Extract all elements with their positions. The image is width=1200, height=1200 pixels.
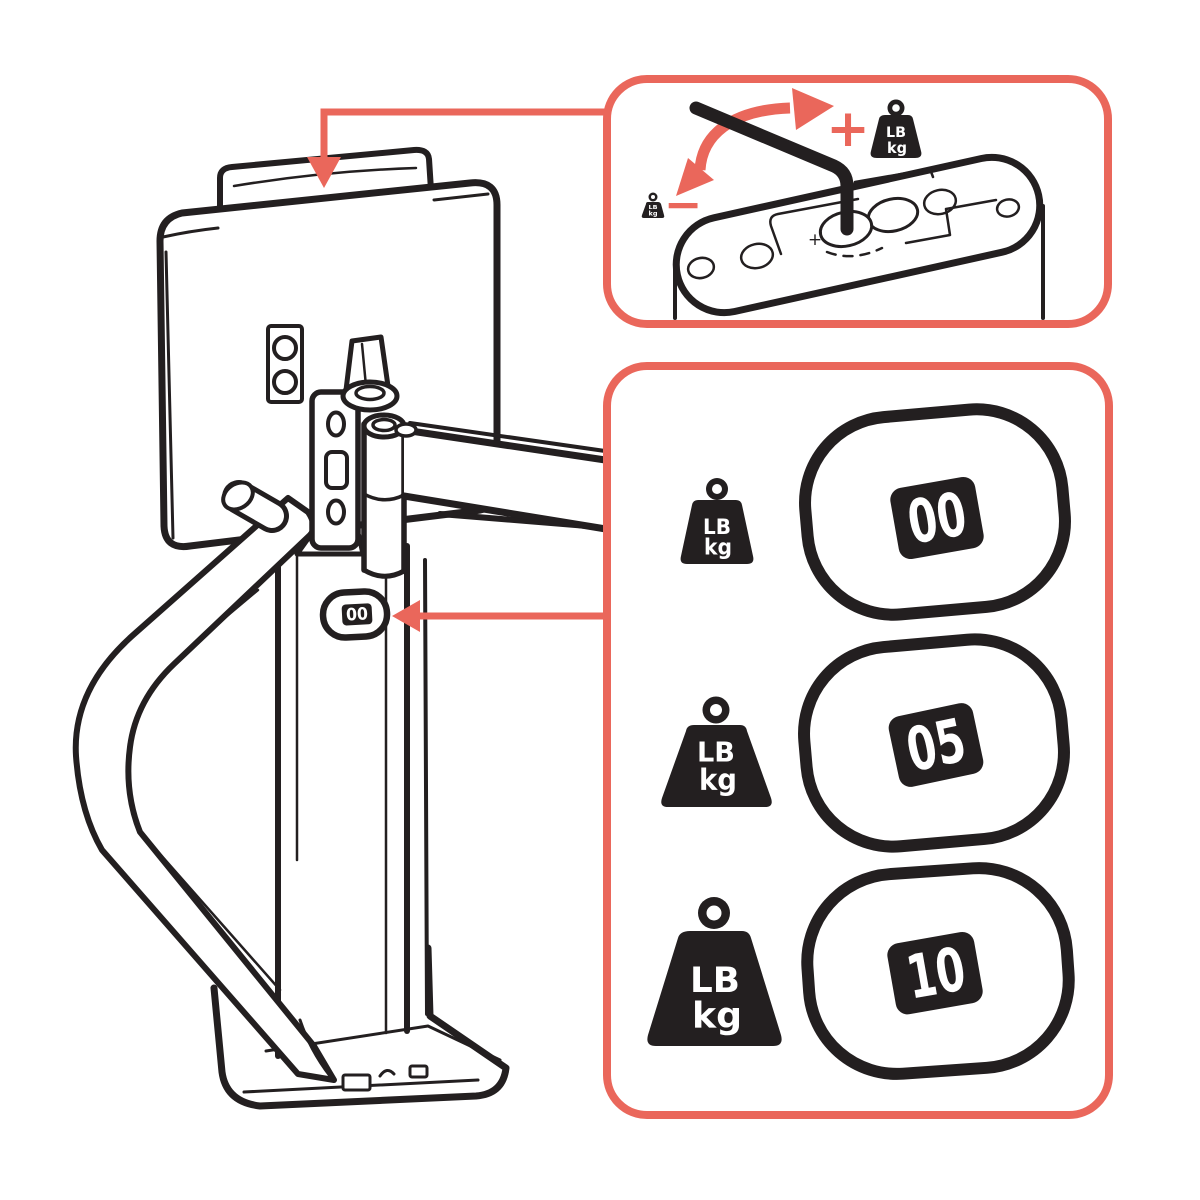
weight-ring-hole bbox=[710, 704, 722, 716]
base-plate bbox=[210, 944, 510, 1110]
pivot-slot bbox=[354, 384, 386, 402]
screw-hole bbox=[272, 369, 298, 395]
rotation-arrow-head-left bbox=[676, 158, 714, 196]
mount-panel-left-edge-line bbox=[164, 250, 175, 540]
mount-panel-top-edge-line bbox=[161, 192, 490, 239]
column-fill bbox=[278, 538, 427, 1056]
lever-highlight-line bbox=[150, 843, 282, 992]
weight-unit-lb: LB bbox=[690, 961, 740, 1001]
monitor-arm-illustration: 00 bbox=[72, 146, 616, 1110]
base-slot bbox=[408, 1064, 429, 1079]
arrow-head-icon bbox=[392, 600, 420, 632]
level-display: 05 bbox=[888, 703, 984, 787]
plate-channel-line bbox=[904, 198, 998, 245]
bracket-slot bbox=[324, 450, 349, 490]
column-weight-display: 00 bbox=[319, 588, 391, 641]
weight-level-row: LB kg 05 bbox=[661, 633, 1070, 853]
weight-level-row: LB kg 00 bbox=[680, 403, 1071, 621]
display-screen bbox=[890, 476, 984, 560]
plate-hole bbox=[995, 198, 1021, 218]
lever-grip-cap bbox=[221, 480, 255, 512]
plate-hole bbox=[686, 256, 716, 280]
weight-ring-hole bbox=[892, 104, 900, 112]
swing-arm-bottom-edge bbox=[400, 492, 616, 534]
swing-arm-top-edge bbox=[400, 426, 616, 465]
weight-icon-medium: LB kg bbox=[661, 696, 772, 807]
weight-unit-kg: kg bbox=[699, 763, 737, 797]
rotation-arrow-head-right bbox=[792, 88, 834, 130]
level-display: 10 bbox=[887, 931, 983, 1015]
level-value: 10 bbox=[902, 934, 971, 1013]
bracket-hole bbox=[326, 498, 346, 526]
level-dial: 05 bbox=[798, 633, 1070, 853]
level-value: 00 bbox=[903, 479, 972, 558]
weight-unit-lb: LB bbox=[886, 125, 906, 141]
level-dial: 10 bbox=[801, 862, 1075, 1080]
tension-adjustment-panel: + + LB kg LB kg − bbox=[641, 88, 1045, 320]
callout-line bbox=[320, 108, 607, 160]
weight-unit-lb: LB bbox=[703, 515, 731, 539]
display-screen bbox=[887, 931, 983, 1015]
weight-ring-hole bbox=[651, 195, 655, 199]
display-screen bbox=[888, 703, 984, 787]
hex-key-icon bbox=[689, 101, 854, 236]
weight-level-row: LB kg 10 bbox=[647, 862, 1075, 1080]
display-screen bbox=[341, 603, 373, 626]
hinge-cylinder-bottom bbox=[361, 567, 407, 579]
lift-lever bbox=[72, 495, 337, 1083]
lever-highlight-line bbox=[194, 588, 260, 644]
weight-levels-panel: LB kg 00 LB kg bbox=[647, 403, 1075, 1080]
level-value: 05 bbox=[901, 706, 972, 787]
level-display: 00 bbox=[890, 476, 984, 560]
screw-hole bbox=[272, 335, 298, 361]
base-slot bbox=[341, 1073, 372, 1092]
minus-sign: − bbox=[664, 177, 703, 231]
weight-body bbox=[661, 725, 772, 807]
weight-body bbox=[870, 115, 922, 158]
plate-channel-line bbox=[769, 197, 860, 256]
swing-arm-joint bbox=[394, 422, 418, 438]
base-recess-line bbox=[264, 1024, 502, 1062]
hinge-pin bbox=[371, 417, 397, 433]
weight-unit-kg: kg bbox=[692, 996, 742, 1037]
weight-unit-lb: LB bbox=[649, 205, 658, 211]
callout-arrow-top-cap bbox=[307, 108, 607, 188]
pivot-tab-edge bbox=[360, 342, 368, 388]
weight-unit-kg: kg bbox=[704, 536, 732, 561]
bracket-hole bbox=[326, 410, 346, 438]
base-slot-arc bbox=[378, 1069, 396, 1078]
weight-icon-small: LB kg bbox=[680, 478, 754, 564]
rotation-arc bbox=[694, 102, 791, 171]
weight-unit-lb: LB bbox=[697, 736, 735, 769]
weight-unit-kg: kg bbox=[649, 211, 658, 218]
plate-dashed-arc bbox=[825, 246, 884, 258]
arrow-head-icon bbox=[307, 157, 341, 188]
plus-sign: + bbox=[826, 99, 870, 159]
plate-hole bbox=[739, 242, 775, 270]
weight-body bbox=[680, 500, 754, 564]
weight-ring-hole bbox=[712, 484, 722, 494]
weight-ring-hole bbox=[706, 905, 722, 921]
plate-plus-mark: + bbox=[808, 230, 822, 250]
increase-weight-icon: LB kg bbox=[870, 99, 922, 158]
column-back-edge bbox=[423, 558, 429, 1016]
weight-body bbox=[641, 202, 665, 218]
rotation-arrow-icon bbox=[676, 88, 834, 196]
display-value: 00 bbox=[346, 604, 369, 625]
weight-icon-large: LB kg bbox=[647, 897, 782, 1046]
lever-tip-line bbox=[298, 1018, 332, 1078]
level-dial: 00 bbox=[799, 403, 1071, 621]
callout-arrow-display bbox=[392, 600, 607, 632]
weight-body bbox=[647, 931, 782, 1046]
swing-arm-top-face bbox=[408, 421, 614, 454]
decrease-weight-icon: LB kg bbox=[641, 192, 665, 218]
weight-unit-kg: kg bbox=[887, 139, 907, 157]
